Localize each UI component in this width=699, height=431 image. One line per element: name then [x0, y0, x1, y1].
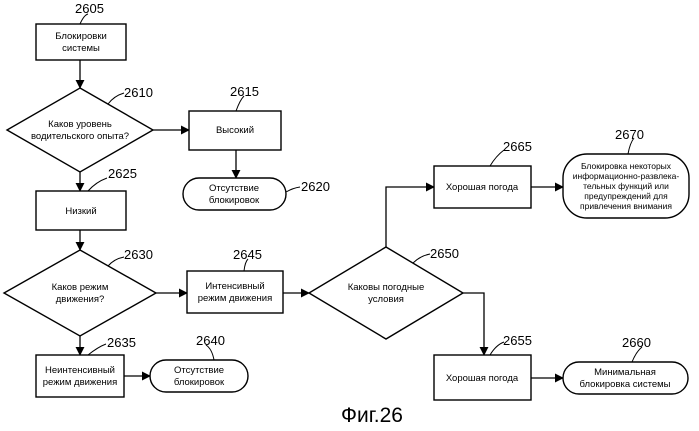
node-2610-text-1: Каков уровень	[48, 119, 112, 130]
node-2620-no-locks: Отсутствие блокировок 2620	[183, 178, 330, 210]
node-2610-experience-decision: Каков уровень водительского опыта? 2610	[7, 85, 153, 172]
node-2660-ref: 2660	[622, 335, 651, 350]
node-2670-ref: 2670	[615, 127, 644, 142]
node-2670-text-5: привлечения внимания	[580, 201, 672, 211]
node-2630-text-1: Каков режим	[52, 282, 109, 293]
node-2610-ref: 2610	[124, 85, 153, 100]
node-2645-text-2: режим движения	[198, 293, 273, 304]
node-2645-ref: 2645	[233, 247, 262, 262]
node-2665-good-weather: Хорошая погода 2665	[434, 139, 532, 208]
node-2670-infotainment-lock: Блокировка некоторых информационно-развл…	[563, 127, 689, 218]
node-2625-text-1: Низкий	[65, 206, 96, 217]
node-2615-text-1: Высокий	[216, 125, 254, 136]
node-2605-text-2: системы	[62, 43, 100, 54]
node-2660-text-2: блокировка системы	[579, 379, 670, 390]
node-2640-text-2: блокировок	[174, 377, 225, 388]
node-2630-traffic-decision: Каков режим движения? 2630	[4, 247, 156, 336]
node-2620-ref: 2620	[301, 179, 330, 194]
node-2660-text-1: Минимальная	[594, 367, 656, 378]
node-2665-text-1: Хорошая погода	[446, 182, 519, 193]
node-2640-ref: 2640	[196, 333, 225, 348]
node-2635-light-traffic: Неинтенсивный режим движения 2635	[36, 335, 136, 397]
node-2635-text-1: Неинтенсивный	[45, 365, 115, 376]
edge-2650-2665	[386, 187, 434, 247]
node-2640-no-locks: Отсутствие блокировок 2640	[150, 333, 248, 392]
edge-2650-2655	[463, 293, 484, 355]
node-2605-ref: 2605	[75, 1, 104, 16]
node-2650-weather-decision: Каковы погодные условия 2650	[309, 246, 463, 339]
node-2610-text-2: водительского опыта?	[31, 131, 129, 142]
node-2665-ref: 2665	[503, 139, 532, 154]
node-2615-ref: 2615	[230, 84, 259, 99]
node-2655-text-1: Хорошая погода	[446, 373, 519, 384]
node-2620-text-2: блокировок	[209, 195, 260, 206]
node-2605-system-locks: Блокировки системы 2605	[36, 1, 126, 60]
node-2615-high: Высокий 2615	[189, 84, 281, 150]
node-2670-text-1: Блокировка некоторых	[581, 161, 672, 171]
node-2625-low: Низкий 2625	[36, 166, 137, 230]
node-2655-good-weather: Хорошая погода 2655	[434, 333, 532, 400]
node-2670-text-3: тельных функций или	[583, 181, 669, 191]
node-2650-text-1: Каковы погодные	[348, 282, 425, 293]
node-2605-text-1: Блокировки	[55, 31, 107, 42]
connectors	[80, 60, 563, 378]
node-2620-text-1: Отсутствие	[209, 183, 259, 194]
node-2670-text-2: информационно-развлека-	[573, 171, 680, 181]
figure-caption: Фиг.26	[341, 404, 403, 427]
node-2635-text-2: режим движения	[43, 377, 118, 388]
node-2640-text-1: Отсутствие	[174, 365, 224, 376]
node-2650-text-2: условия	[368, 294, 404, 305]
node-2630-text-2: движения?	[56, 294, 105, 305]
node-2650-ref: 2650	[430, 246, 459, 261]
node-2655-ref: 2655	[503, 333, 532, 348]
node-2645-heavy-traffic: Интенсивный режим движения 2645	[187, 247, 283, 313]
node-2670-text-4: предупреждений для	[584, 191, 668, 201]
node-2660-minimal-lock: Минимальная блокировка системы 2660	[563, 335, 688, 394]
node-2625-ref: 2625	[108, 166, 137, 181]
node-2645-text-1: Интенсивный	[205, 281, 264, 292]
node-2630-ref: 2630	[124, 247, 153, 262]
node-2635-ref: 2635	[107, 335, 136, 350]
